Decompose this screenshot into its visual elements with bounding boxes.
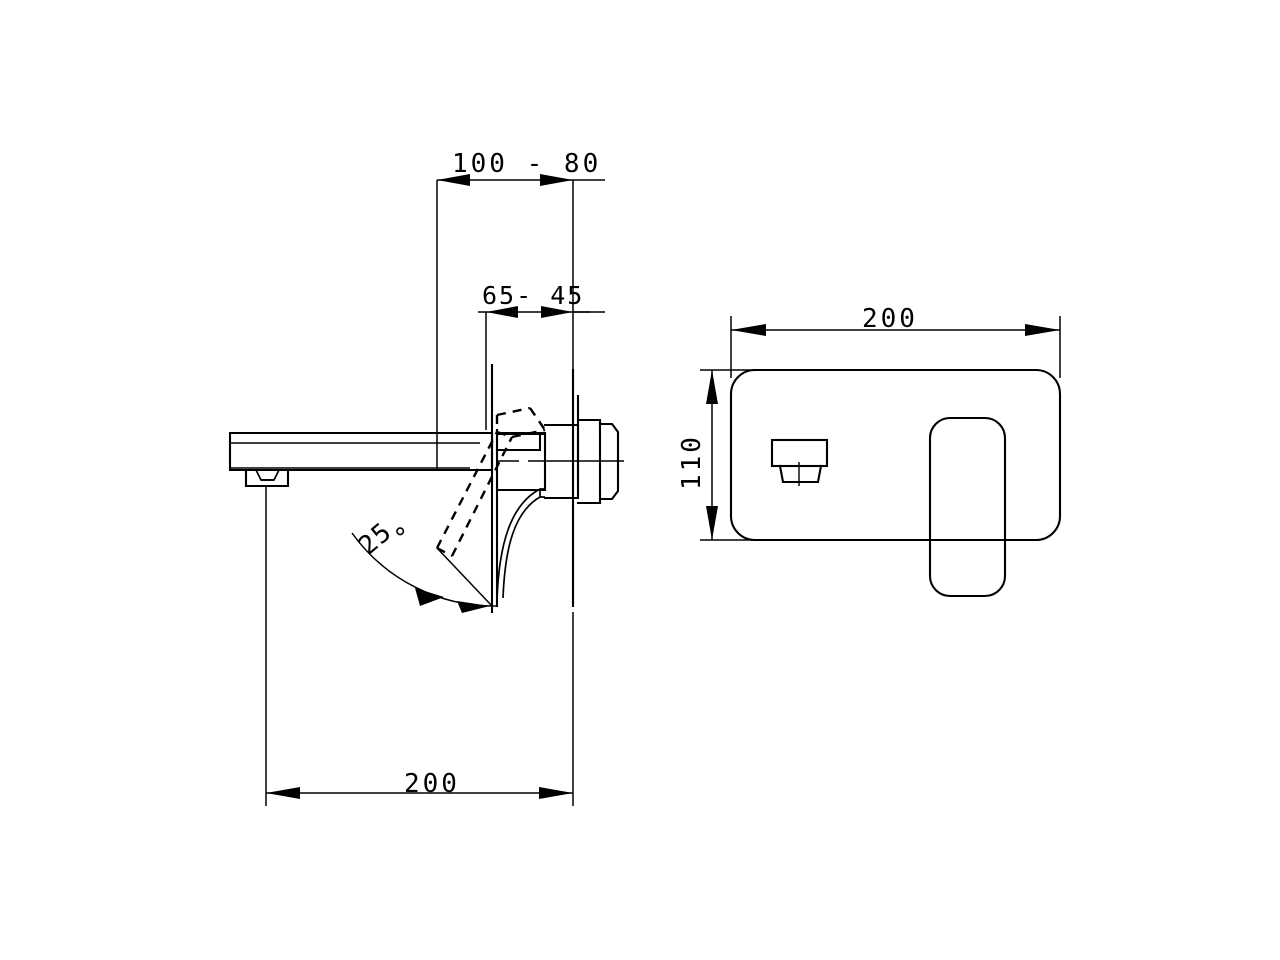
aerator-housing <box>244 468 290 488</box>
degree-symbol: ° <box>389 520 421 554</box>
ext-lines-plate-height <box>700 369 755 541</box>
ext-lines-plate-width <box>730 316 1061 378</box>
dimension-text-plate-width: 200 <box>862 304 918 334</box>
dimension-text-body-offset: 65- 45 <box>482 281 584 310</box>
angle-arc-25 <box>351 532 498 613</box>
dimension-plate-height <box>706 370 718 540</box>
dimension-text-projection: 100 - 80 <box>452 149 601 179</box>
ext-lines-projection <box>436 179 605 470</box>
valve-body <box>495 418 624 505</box>
dimension-spout-reach <box>266 787 573 799</box>
cover-plate-front <box>729 368 1062 542</box>
lever-handle-front <box>928 416 1007 598</box>
spout-front <box>770 438 829 486</box>
dimension-body-offset <box>478 306 590 318</box>
lever-handle-side <box>495 432 547 601</box>
wall-plate-edge <box>490 363 499 614</box>
ext-lines-body-offset <box>485 311 605 430</box>
side-view: 25 ° 100 - 80 65- 45 <box>228 149 624 806</box>
spout-centerlines <box>230 442 480 469</box>
dimension-text-plate-height: 110 <box>677 434 707 490</box>
angle-dimension-text: 25 <box>353 517 398 561</box>
dimension-text-spout-reach: 200 <box>404 769 460 799</box>
lever-handle-raised-phantom <box>435 406 546 558</box>
ext-lines-spout-reach <box>265 486 574 806</box>
spout-arm <box>228 431 494 472</box>
dimension-projection-top <box>437 174 573 186</box>
dimension-plate-width <box>731 324 1060 336</box>
front-view: 200 110 <box>677 304 1062 598</box>
